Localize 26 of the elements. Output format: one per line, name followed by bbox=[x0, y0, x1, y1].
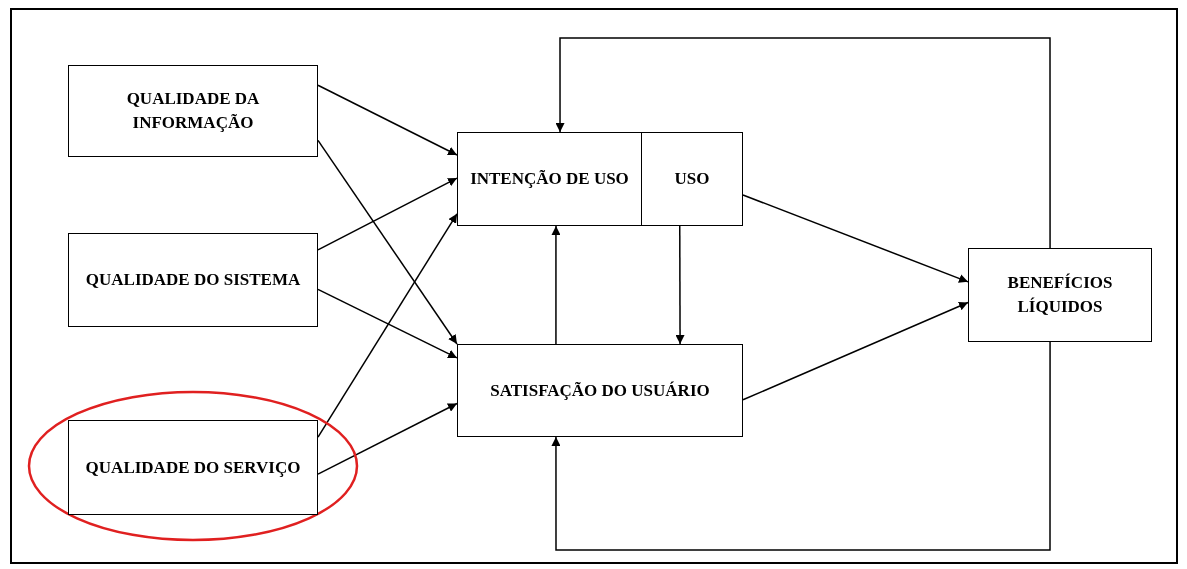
arrow bbox=[317, 288, 458, 359]
box-label: INTENÇÃO DE USO bbox=[470, 168, 629, 191]
box-label: QUALIDADE DO SISTEMA bbox=[85, 269, 301, 292]
box-label: USO bbox=[674, 168, 710, 191]
arrow bbox=[317, 402, 458, 475]
arrow bbox=[317, 84, 458, 156]
arrow bbox=[317, 139, 458, 345]
construct-box bbox=[968, 248, 1152, 342]
construct-box bbox=[68, 420, 318, 515]
box-label: QUALIDADE DO SERVIÇO bbox=[85, 456, 301, 479]
construct-box bbox=[457, 132, 642, 226]
arrow bbox=[742, 194, 969, 283]
box-label: SATISFAÇÃO DO USUÁRIO bbox=[490, 379, 710, 402]
arrow bbox=[317, 213, 458, 438]
construct-box bbox=[68, 65, 318, 157]
arrow bbox=[742, 301, 969, 401]
construct-box bbox=[641, 132, 743, 226]
arrow bbox=[555, 37, 1051, 249]
box-label: QUALIDADE DA INFORMAÇÃO bbox=[125, 88, 261, 134]
arrow bbox=[317, 177, 458, 251]
arrow bbox=[551, 225, 561, 345]
construct-box bbox=[68, 233, 318, 327]
box-label: BENEFÍCIOS LÍQUIDOS bbox=[1006, 272, 1114, 318]
arrow bbox=[551, 341, 1051, 551]
arrow bbox=[675, 225, 685, 345]
construct-box bbox=[457, 344, 743, 437]
